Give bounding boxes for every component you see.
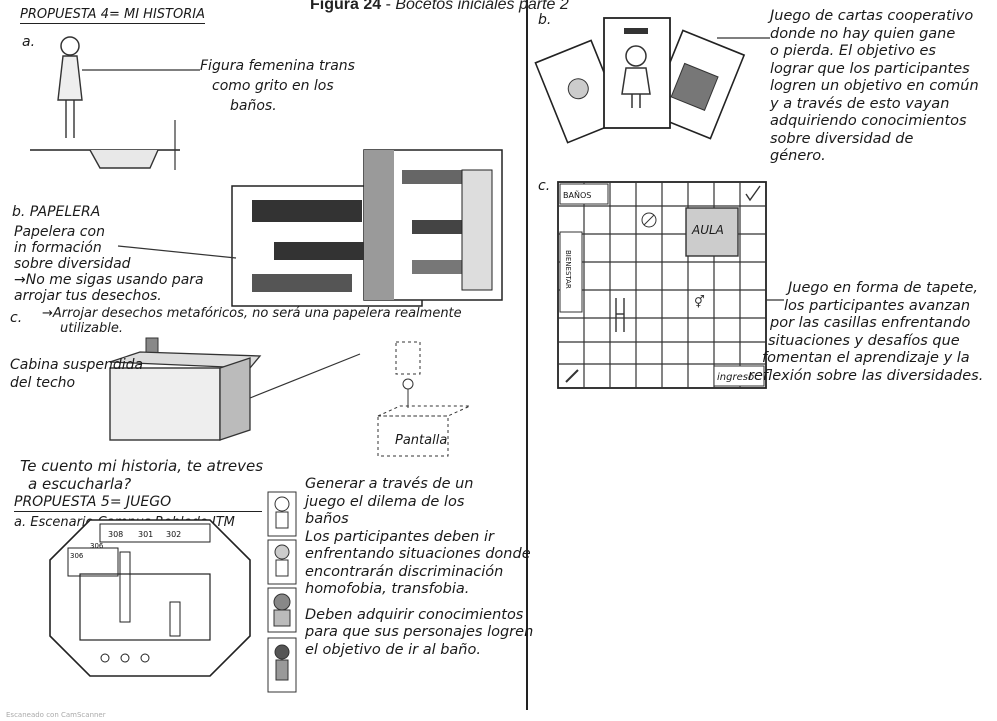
text-line: Los participantes deben ir [305,529,533,547]
caption-separator: - [381,0,395,13]
text-line: situaciones y desafíos que [758,333,983,351]
text-line: encontrarán discriminación [305,564,533,582]
text-line: Figura femenina trans [200,56,355,76]
map-room-label: 306 [70,548,83,565]
text-line: arrojar tus desechos. [14,288,204,304]
text-line: Juego en forma de tapete, [758,280,983,298]
story-quote: Te cuento mi historia, te atreves a escu… [20,457,263,493]
board-banos-label: BAÑOS [563,187,591,204]
text-line: sobre diversidad de [770,131,979,149]
text-line: por las casillas enfrentando [758,315,983,333]
text-line: Deben adquirir conocimientos [305,607,533,625]
text-line: y a través de esto vayan [770,96,979,114]
svg-text:⚥: ⚥ [694,295,705,309]
board-aula-label: AULA [692,222,724,239]
text-line: reflexión sobre las diversidades. [748,368,983,386]
caption-figure-number: Figura 24 [310,0,381,13]
section-c-label: c. [10,310,22,327]
text-line: baños [305,511,533,529]
cooperative-cards-sketch [532,8,762,168]
text-line: para que sus personajes logren [305,624,533,642]
papelera-shelf-sketch [232,150,512,310]
text-line: donde no hay quien gane [770,26,979,44]
map-room-label: 302 [166,526,181,543]
text-line: como grito en los [200,76,355,96]
text-line: lograr que los participantes [770,61,979,79]
text-line: Juego de cartas cooperativo [770,8,979,26]
board-bienestar-label: BIENESTAR [559,250,576,289]
text-line: adquiriendo conocimientos [770,113,979,131]
text-line: enfrentando situaciones donde [305,546,533,564]
text-line: del techo [10,374,143,392]
text-line: baños. [200,96,355,116]
text-line: a escucharla? [20,475,263,493]
map-room-label: 301 [138,526,153,543]
scanner-watermark: Escaneado con CamScanner [6,711,106,719]
text-line: género. [770,148,979,166]
game-description: Generar a través de un juego el dilema d… [305,476,533,659]
section-b-note: →Arrojar desechos metafóricos, no será u… [42,306,462,336]
section-b-title: b. PAPELERA [12,204,100,221]
text-line: →No me sigas usando para [14,272,204,288]
text-line: los participantes avanzan [758,298,983,316]
text-line: Te cuento mi historia, te atreves [20,457,263,475]
screen-label: Pantalla [395,432,447,449]
right-section-c-description: Juego en forma de tapete, los participan… [758,280,983,385]
map-room-label: 306 [90,538,103,555]
cabin-label: Cabina suspendida del techo [10,356,143,392]
text-line: →Arrojar desechos metafóricos, no será u… [42,306,462,321]
text-line: o pierda. El objetivo es [770,43,979,61]
text-line: Cabina suspendida [10,356,143,374]
text-line: juego el dilema de los [305,494,533,512]
game-characters-sketch [266,488,300,698]
pointer-line [118,236,238,266]
right-section-c-label: c. [538,178,550,195]
text-line: logren un objetivo en común [770,78,979,96]
text-line: homofobia, transfobia. [305,581,533,599]
proposal-4-title: PROPUESTA 4= MI HISTORIA [20,6,205,24]
right-section-b-description: Juego de cartas cooperativo donde no hay… [770,8,979,166]
text-line: fomentan el aprendizaje y la [758,350,983,368]
suspended-cabin-sketch [100,338,290,448]
trans-woman-figure-sketch [30,30,190,170]
text-line: Generar a través de un [305,476,533,494]
map-room-label: 308 [108,526,123,543]
game-board-sketch: ⚥ [558,182,768,392]
text-line: utilizable. [42,321,462,336]
text-line: el objetivo de ir al baño. [305,642,533,660]
proposal-5-title: PROPUESTA 5= JUEGO [14,494,262,512]
section-a-description: Figura femenina trans como grito en los … [200,56,355,116]
